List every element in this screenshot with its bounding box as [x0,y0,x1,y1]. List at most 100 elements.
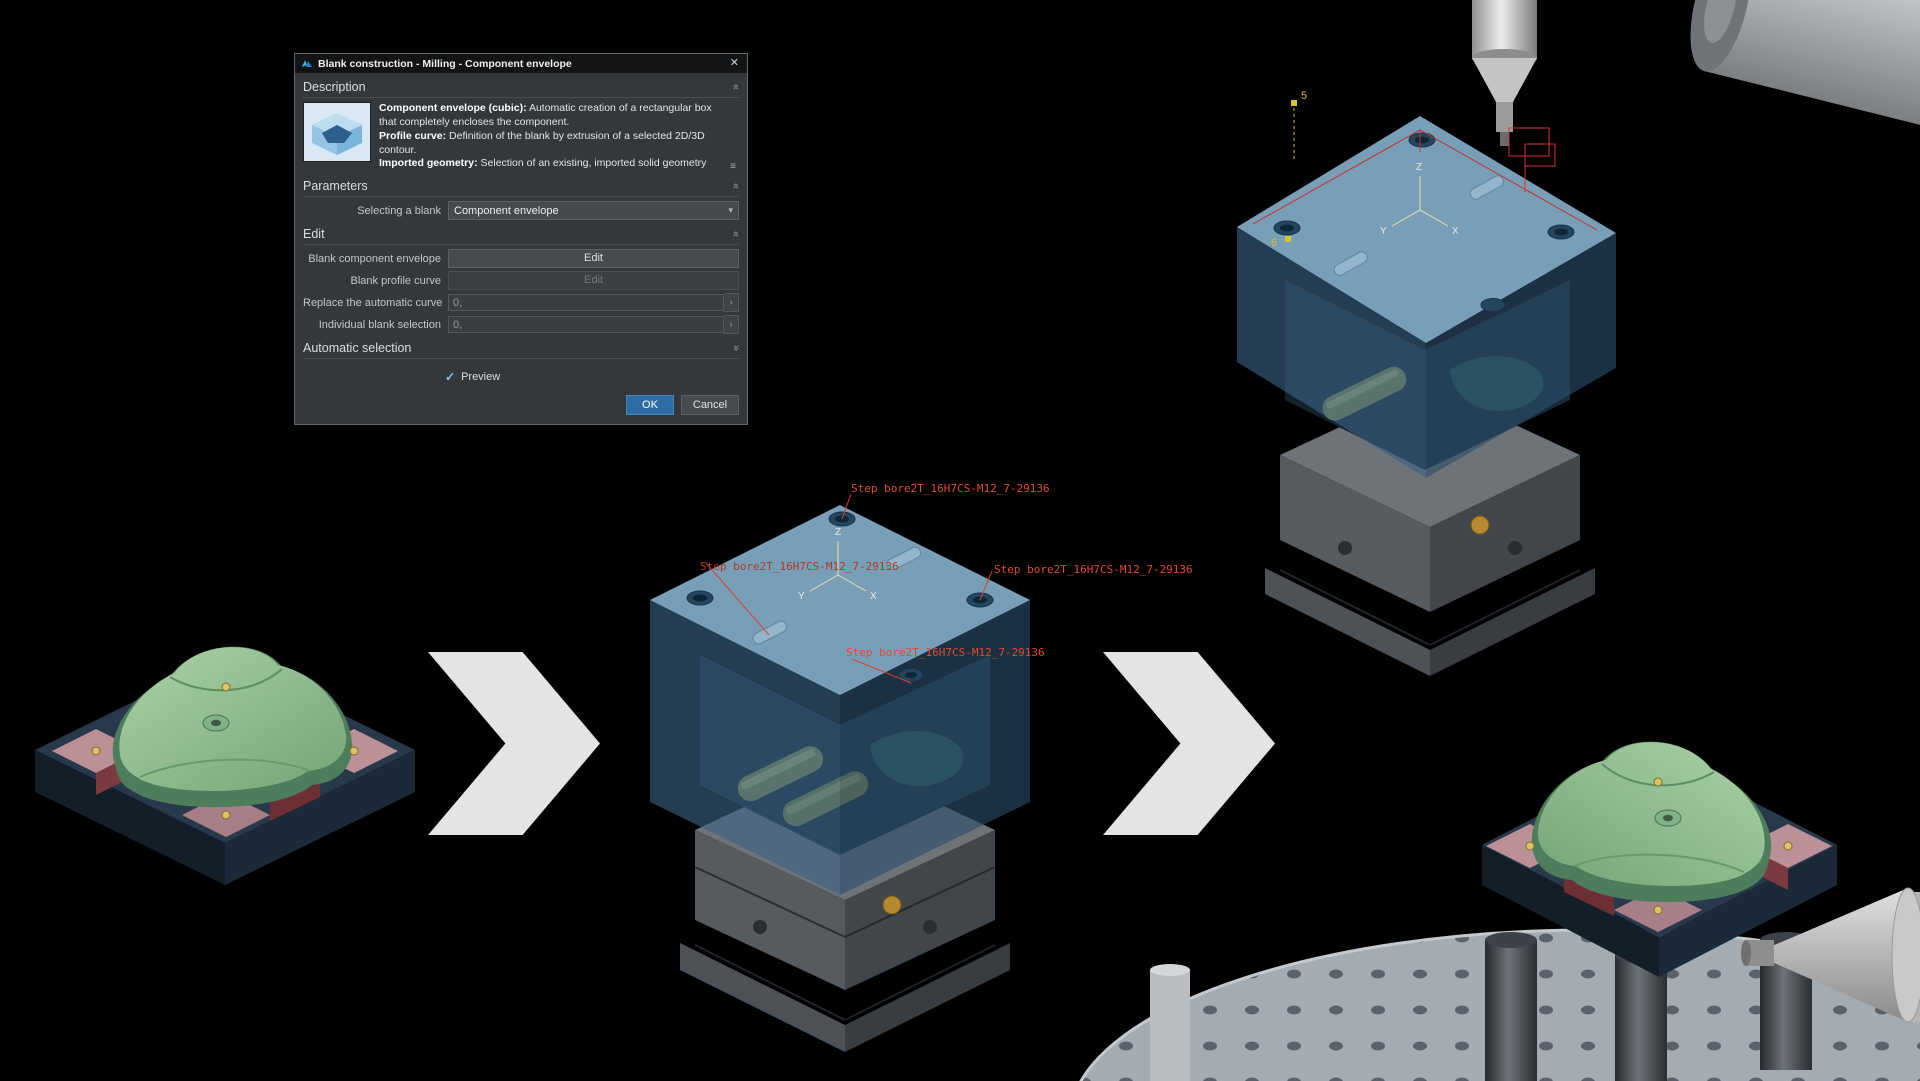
close-icon[interactable]: ✕ [729,57,739,69]
blank-face-right[interactable] [1426,233,1616,478]
model-source-part[interactable] [20,545,430,895]
annotation-leaders [705,493,993,684]
model-blank-envelope[interactable]: Z Y X [640,475,1050,1065]
dialog-buttons: OK Cancel [303,395,739,415]
part-bore [1663,814,1673,822]
collapse-icon[interactable]: » [729,230,742,238]
description-term: Component envelope (cubic): [379,102,527,114]
section-header-edit[interactable]: Edit » [303,227,742,245]
description-body: Component envelope (cubic): Automatic cr… [303,102,739,172]
replace-automatic-curve-input[interactable] [448,294,724,311]
blank-component-envelope-row: Blank component envelope Edit [303,249,739,268]
replace-automatic-curve-label: Replace the automatic curve [303,296,443,309]
part-facet-line [139,758,311,778]
section-label: Description [303,80,366,94]
stop-marker-6[interactable] [1285,236,1291,242]
stop-marker-5[interactable] [1291,100,1297,106]
description-detail: Selection of an existing, imported solid… [379,157,707,172]
part-bore [211,719,221,727]
replace-automatic-curve-row: Replace the automatic curve › [303,293,739,312]
collapse-icon[interactable]: » [729,182,742,190]
individual-blank-selection-label: Individual blank selection [318,318,441,331]
blank-construction-dialog: Blank construction - Milling - Component… [294,53,748,425]
menu-lines-icon[interactable]: ≡ [730,161,736,172]
machine-spindle [1741,887,1920,1023]
dialog-titlebar[interactable]: Blank construction - Milling - Component… [295,54,747,73]
top-face-features [1273,132,1575,312]
blank-wireframe [1252,129,1598,231]
description-term: Imported geometry: [379,157,478,170]
screw [221,810,231,820]
section-header-description[interactable]: Description » [303,80,742,98]
fixture-plate-left [1482,845,1659,977]
feature-annotation[interactable]: Step bore2T_16H7CS-M12_7-29136 [846,646,1045,659]
feature-annotation[interactable]: Step bore2T_16H7CS-M12_7-29136 [851,482,1050,495]
part-facet-line [1573,853,1745,873]
screw [1653,777,1663,787]
section-label: Edit [303,227,325,241]
blank-face-left[interactable] [1237,227,1426,478]
section-label: Parameters [303,179,368,193]
axis-triad [1391,176,1449,227]
machine-spindle-housing [1690,0,1920,129]
individual-blank-selection-row: Individual blank selection › [303,315,739,334]
blank-component-envelope-label: Blank component envelope [308,252,441,265]
checkmark-icon: ✓ [445,370,456,384]
fixture-plate-right [225,750,415,885]
axis-triad [809,541,867,592]
screw [349,746,359,756]
section-header-parameters[interactable]: Parameters » [303,179,742,197]
blank-face-left[interactable] [650,600,840,895]
model-machining-setup[interactable]: 5 6 Z Y X [1225,0,1705,690]
fixture-plate-left [35,750,225,885]
axis-label-z: Z [1416,162,1422,173]
screw [221,682,231,692]
edit-profile-curve-button: Edit [448,271,739,290]
feature-annotation[interactable]: Step bore2T_16H7CS-M12_7-29136 [994,563,1193,576]
next-step-arrow [428,652,600,835]
blank-face-top[interactable] [1237,116,1616,343]
description-detail: Definition of the blank by extrusion of … [379,129,705,156]
description-text: Component envelope (cubic): Automatic cr… [379,102,719,172]
milling-tool[interactable] [1472,0,1537,146]
part-body[interactable] [119,647,347,791]
blank-face-top[interactable] [650,505,1030,695]
selecting-a-blank-label: Selecting a blank [357,204,441,217]
individual-blank-selection-input[interactable] [448,316,724,333]
axis-label-y: Y [1380,226,1387,237]
expand-icon[interactable]: » [729,344,742,352]
fixture-plate-right [1659,845,1837,977]
axis-label-x: X [870,591,877,602]
axis-label-x: X [1452,226,1459,237]
part-body[interactable] [1537,742,1765,886]
ok-button[interactable]: OK [626,395,674,415]
tool-profile-wireframe [1508,127,1556,192]
stop-marker-5-label: 5 [1301,90,1307,102]
pick-geometry-arrow-icon[interactable]: › [724,315,739,334]
screw [1653,905,1663,915]
description-detail: Automatic creation of a rectangular box … [379,102,712,128]
description-term: Profile curve: [379,129,447,142]
cancel-button[interactable]: Cancel [681,395,739,415]
section-header-automatic-selection[interactable]: Automatic selection » [303,341,742,359]
feature-annotation[interactable]: Step bore2T_16H7CS-M12_7-29136 [700,560,899,573]
axis-label-y: Y [798,591,805,602]
edit-envelope-button[interactable]: Edit [448,249,739,268]
description-scrollbar[interactable]: ≡ [727,102,739,172]
screw [91,746,101,756]
section-label: Automatic selection [303,341,412,355]
axis-label-z: Z [835,527,841,538]
screw [1525,841,1535,851]
preview-checkbox[interactable]: ✓ Preview [445,371,739,383]
pick-geometry-arrow-icon[interactable]: › [724,293,739,312]
collapse-icon[interactable]: » [729,83,742,91]
dialog-title: Blank construction - Milling - Component… [318,57,572,70]
selecting-a-blank-dropdown[interactable]: Component envelope ▾ [448,201,739,220]
chevron-down-icon: ▾ [728,205,733,215]
preview-label: Preview [461,371,501,383]
description-thumbnail [303,102,371,162]
selecting-a-blank-row: Selecting a blank Component envelope ▾ [303,201,739,220]
app-logo-icon [302,59,312,67]
model-on-machine-table[interactable] [1030,640,1920,1081]
blank-profile-curve-label: Blank profile curve [350,274,442,287]
